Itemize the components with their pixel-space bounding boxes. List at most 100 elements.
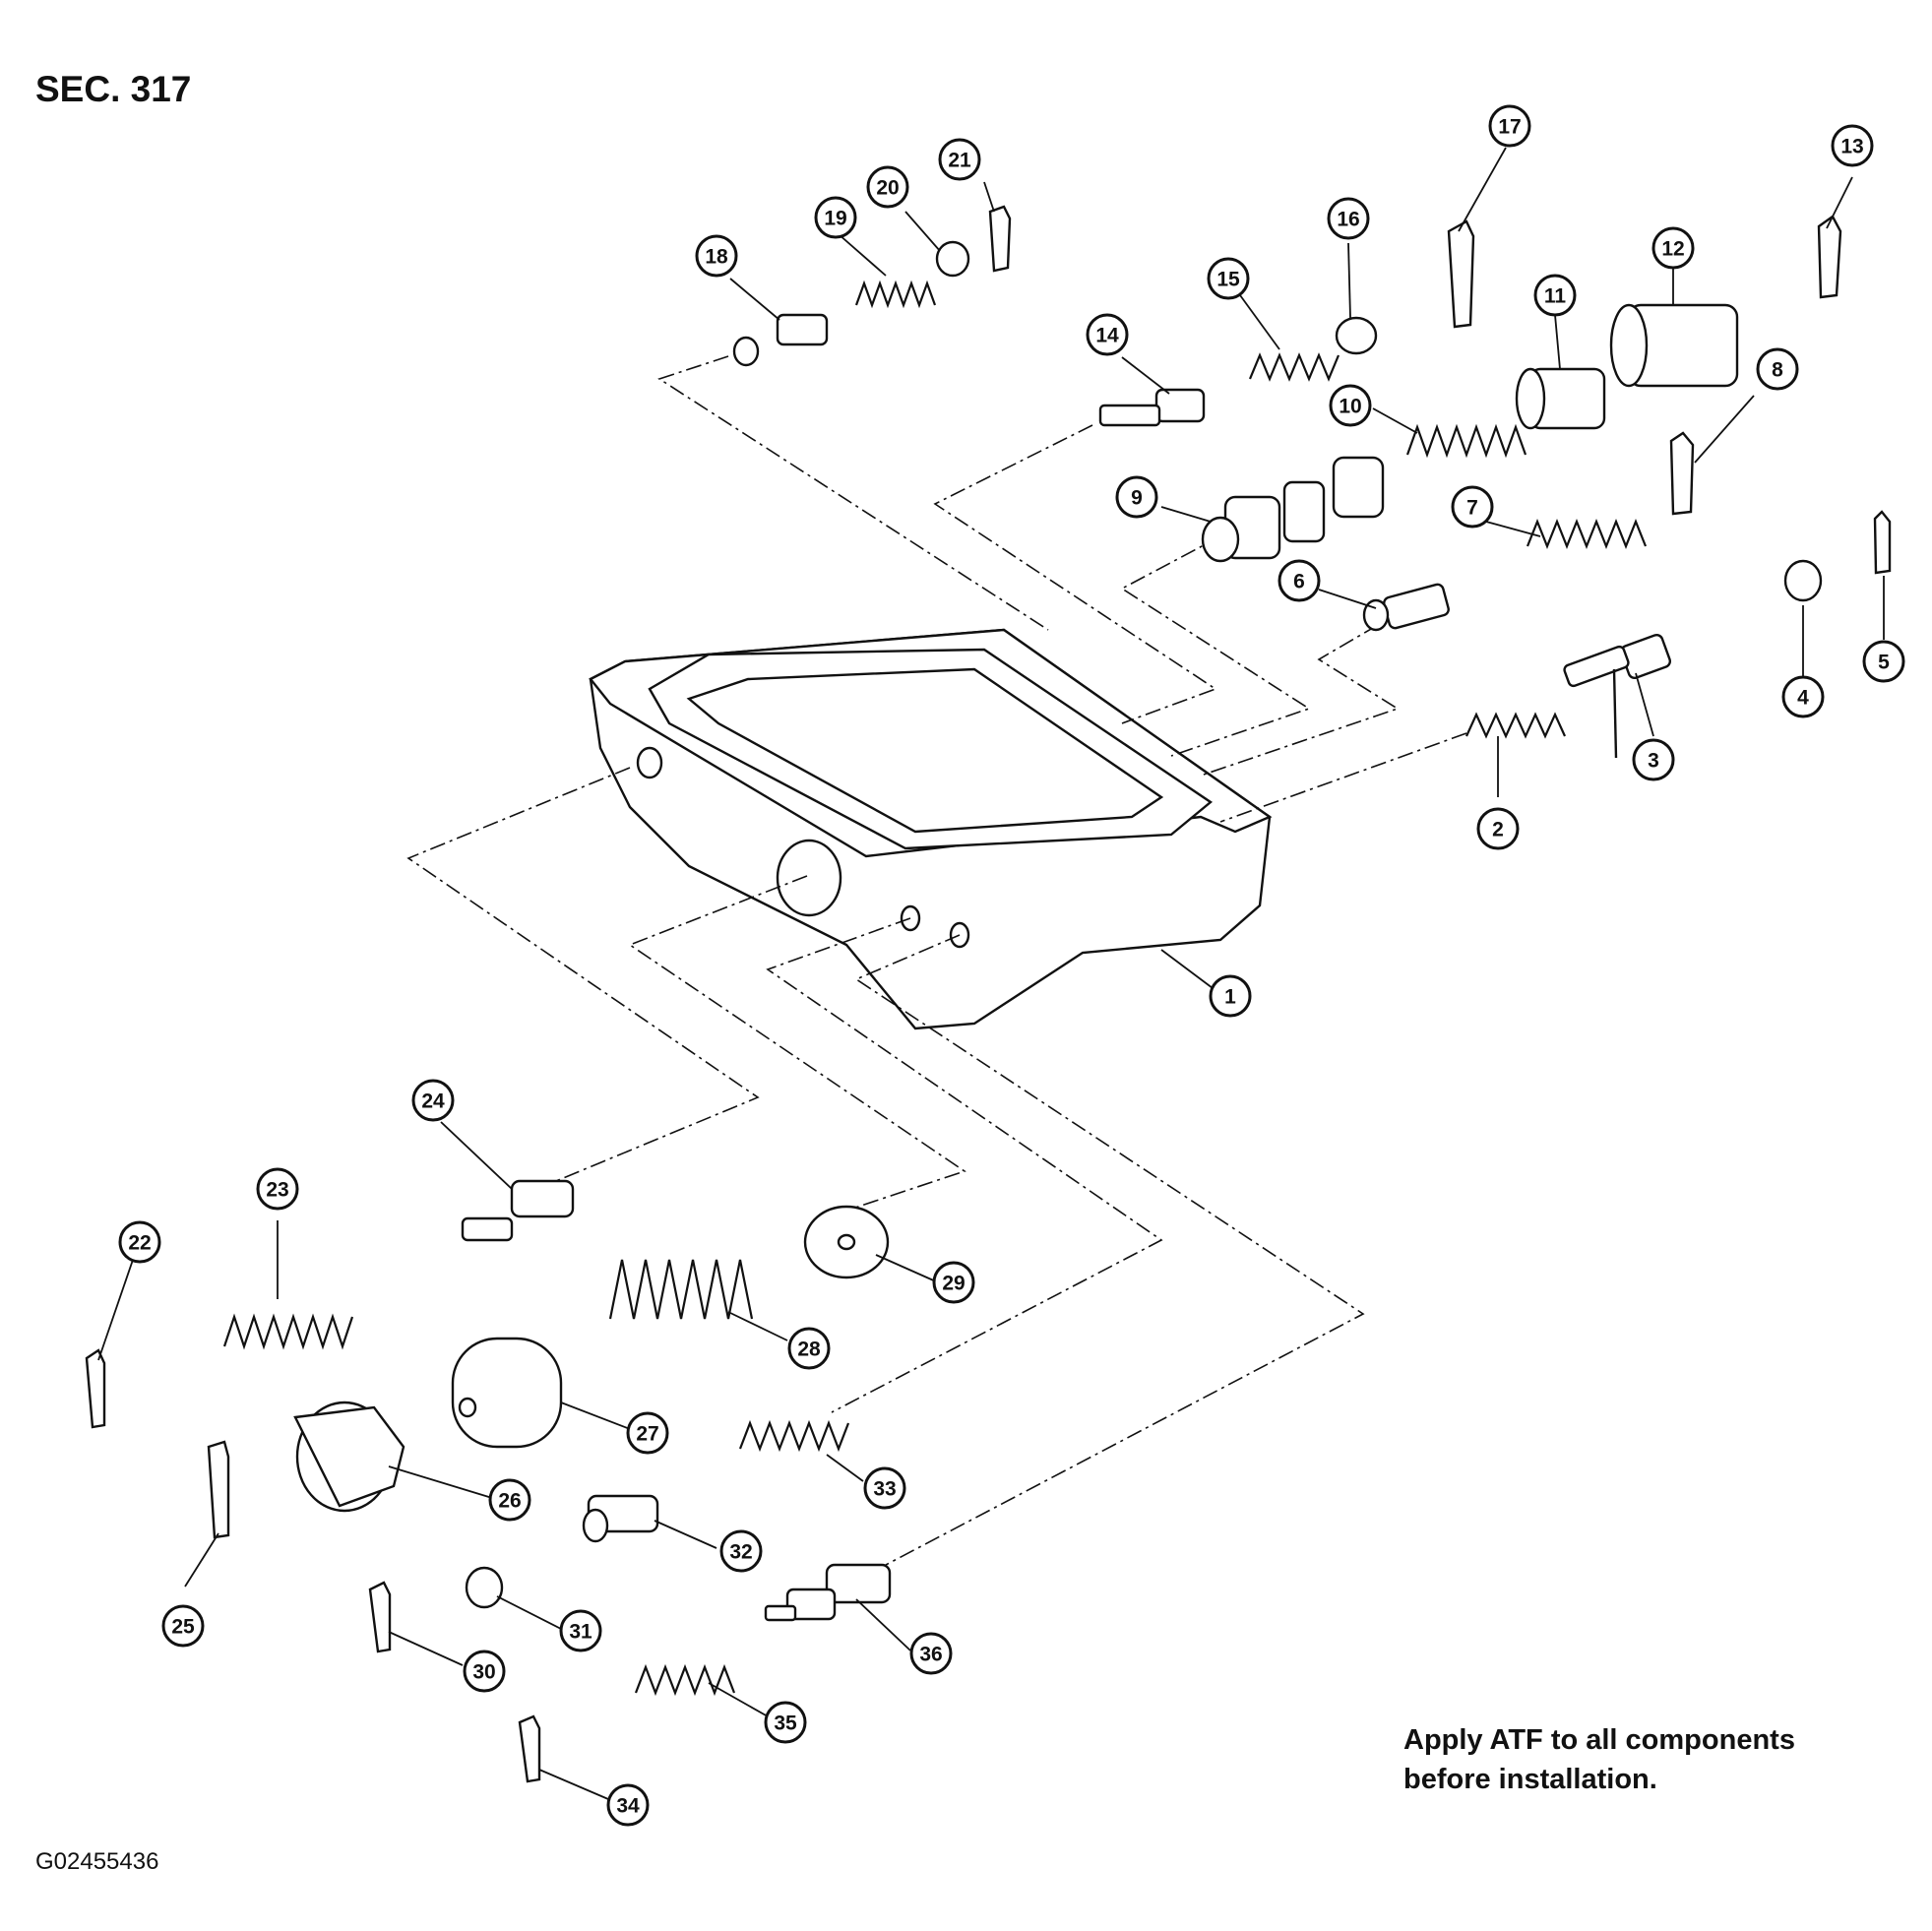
callout-4: 4: [1781, 675, 1825, 718]
callout-circle: [1207, 257, 1250, 300]
callout-circle: [866, 165, 909, 209]
figure-code: G02455436: [35, 1848, 159, 1875]
callout-12: 12: [1652, 226, 1695, 270]
callout-circle: [1632, 738, 1675, 781]
lower-parts: [85, 1179, 892, 1783]
callout-circle: [1756, 347, 1799, 391]
callout-number: 1: [1224, 986, 1236, 1009]
callout-circle: [814, 196, 857, 239]
spring-23: [222, 1313, 354, 1350]
callout-circle: [1476, 807, 1520, 850]
valve-18: [732, 313, 829, 367]
piston-27: [451, 1337, 563, 1449]
callout-10: 10: [1329, 384, 1372, 427]
callout-number: 7: [1466, 497, 1478, 520]
callout-circle: [488, 1478, 531, 1522]
retainer-5: [1873, 510, 1892, 575]
callout-number: 27: [636, 1423, 658, 1446]
retainer-25: [207, 1440, 230, 1539]
callout-number: 28: [797, 1339, 821, 1361]
callout-circle: [1533, 274, 1577, 317]
callout-circle: [1862, 640, 1905, 683]
callout-number: 29: [942, 1273, 965, 1295]
part-callouts: 1234567891011121314151617181920212223242…: [118, 104, 1905, 1827]
callout-circle: [938, 138, 981, 181]
plug-4: [1783, 559, 1823, 602]
callout-number: 32: [729, 1541, 752, 1564]
upper-parts: [732, 205, 1892, 759]
valve-body: [589, 628, 1273, 1030]
callout-number: 36: [919, 1644, 942, 1666]
callout-30: 30: [463, 1650, 506, 1693]
piston-29: [803, 1205, 890, 1279]
callout-number: 19: [824, 208, 846, 230]
callout-circle: [932, 1261, 975, 1304]
callout-27: 27: [626, 1411, 669, 1455]
retainer-34: [518, 1714, 541, 1783]
callout-13: 13: [1831, 124, 1874, 167]
callout-circle: [1451, 485, 1494, 529]
callout-3: 3: [1632, 738, 1675, 781]
callout-29: 29: [932, 1261, 975, 1304]
callout-18: 18: [695, 234, 738, 278]
valve-32: [582, 1494, 659, 1543]
callout-number: 2: [1492, 819, 1504, 841]
valve-24: [461, 1179, 575, 1242]
spring-2: [1465, 712, 1567, 739]
callout-number: 23: [266, 1179, 288, 1202]
callout-number: 17: [1498, 116, 1521, 139]
callout-19: 19: [814, 196, 857, 239]
callout-circle: [764, 1701, 807, 1744]
callout-number: 35: [774, 1713, 797, 1735]
callout-7: 7: [1451, 485, 1494, 529]
callout-circle: [1652, 226, 1695, 270]
callout-number: 18: [705, 246, 728, 269]
callout-number: 22: [128, 1232, 151, 1255]
callout-circle: [1209, 974, 1252, 1018]
callout-number: 11: [1544, 285, 1567, 308]
callout-34: 34: [606, 1783, 650, 1827]
plug-20: [935, 240, 970, 278]
callout-number: 21: [948, 150, 971, 172]
valve-6: [1362, 583, 1450, 632]
callout-circle: [559, 1609, 602, 1652]
valve-14: [1098, 388, 1206, 427]
callout-circle: [256, 1167, 299, 1211]
callout-circle: [606, 1783, 650, 1827]
callout-number: 9: [1131, 487, 1143, 510]
callout-9: 9: [1115, 475, 1158, 519]
callout-circle: [463, 1650, 506, 1693]
callout-11: 11: [1533, 274, 1577, 317]
callout-number: 12: [1661, 238, 1684, 261]
retainer-30: [368, 1581, 392, 1653]
callout-23: 23: [256, 1167, 299, 1211]
callout-circle: [626, 1411, 669, 1455]
installation-note: Apply ATF to all components before insta…: [1403, 1720, 1795, 1799]
callout-number: 6: [1293, 571, 1305, 593]
callout-number: 26: [498, 1490, 521, 1513]
sleeve-12: [1609, 303, 1739, 388]
callout-32: 32: [719, 1529, 763, 1573]
retainer-17: [1447, 219, 1475, 329]
callout-circle: [1086, 313, 1129, 356]
callout-number: 15: [1216, 269, 1240, 291]
callout-26: 26: [488, 1478, 531, 1522]
callout-21: 21: [938, 138, 981, 181]
callout-number: 10: [1339, 396, 1361, 418]
callout-22: 22: [118, 1220, 161, 1264]
callout-circle: [695, 234, 738, 278]
note-line-1: Apply ATF to all components: [1403, 1724, 1795, 1756]
callout-14: 14: [1086, 313, 1129, 356]
spring-10: [1405, 423, 1527, 459]
callout-circle: [1329, 384, 1372, 427]
callout-circle: [1115, 475, 1158, 519]
plug-16: [1335, 316, 1378, 355]
callout-number: 30: [472, 1661, 495, 1684]
callout-number: 16: [1337, 209, 1359, 231]
callout-number: 13: [1840, 136, 1863, 158]
callout-number: 8: [1772, 359, 1783, 382]
callout-number: 34: [616, 1795, 640, 1818]
spring-35: [634, 1663, 736, 1697]
callout-8: 8: [1756, 347, 1799, 391]
